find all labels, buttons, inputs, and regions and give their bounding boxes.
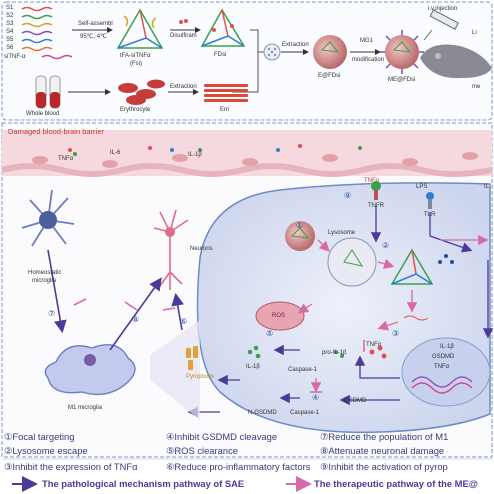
step-3-marker: ③ — [392, 329, 400, 338]
bbb-title: Damaged blood-brain barrier — [8, 127, 104, 136]
mitochondrion — [255, 301, 305, 331]
erythrocytes — [118, 79, 165, 105]
efdsi-nanoparticle — [313, 35, 347, 69]
iv-injection-label: i.v.injection — [428, 6, 458, 12]
neuron-shape — [153, 209, 189, 290]
caspase1-label-a: Caspase-1 — [288, 367, 318, 373]
pro-il1b-label: pro-IL-1β — [322, 350, 347, 356]
il1b-inner-label: IL-1β — [246, 364, 260, 370]
m1-microglia-label: M1 microglia — [68, 405, 103, 411]
li-partial-label: Li — [472, 30, 477, 36]
strand-label-s1: S1 — [6, 5, 14, 11]
modification-label: modification — [352, 57, 385, 63]
fdsi-label: FDsi — [214, 52, 227, 58]
legend-step-5: ⑤ROS clearance — [166, 445, 238, 456]
step-8-marker: ⑧ — [132, 315, 140, 324]
syringe — [423, 9, 459, 41]
lysosome — [327, 237, 377, 287]
tnf-top-label: TNFα — [364, 178, 380, 184]
conditions-label: 95℃, 4℃ — [80, 34, 107, 40]
legend-step-1: ①Focal targeting — [4, 431, 75, 442]
step-4-marker: ④ — [312, 393, 320, 402]
tnfr-label: TNFR — [368, 203, 384, 209]
mefdsi-label: ME@FDsi — [388, 77, 416, 83]
homeostatic-label-1: Homeostatic — [28, 270, 62, 276]
strand-label-s4: S4 — [6, 29, 14, 35]
nanoparticle-entry — [285, 221, 315, 251]
vessel-il1b-label: IL-1β — [188, 152, 202, 158]
tetrahedron-fsi — [116, 8, 164, 49]
step-7-marker: ⑦ — [48, 309, 56, 318]
nucleus-il1b-label: IL-1β — [440, 344, 454, 350]
gsdmd-inner-label: GSDMD — [344, 398, 367, 404]
caspase1-label-b: Caspase-1 — [290, 410, 320, 416]
homeostatic-label-2: microglia — [32, 278, 57, 284]
legend-step-8: ⑧Attenuate neuronal damage — [320, 445, 445, 456]
mefdsi-nanoparticle — [385, 35, 419, 69]
legend-step-9: ⑨Inhibit the activation of pyrop — [320, 461, 448, 472]
ros-label: ROS — [272, 313, 286, 319]
mouse-partial-label: me — [472, 84, 481, 90]
disulfiram-label: Disulfiram — [170, 33, 197, 39]
step-2-marker: ② — [382, 241, 390, 250]
vessel-tnf-label: TNFα — [58, 156, 74, 162]
membrane-stack — [204, 84, 248, 102]
tnf-inner-label: TNFα — [366, 342, 382, 348]
il-partial-label: IL — [484, 184, 490, 190]
strand-label-s5: S5 — [6, 37, 14, 43]
legend-step-7: ⑦Reduce the population of M1 — [320, 431, 449, 442]
blood-tubes — [35, 75, 61, 109]
whole-blood-label: Whole blood — [26, 111, 60, 117]
pyroptosis-label: Pyroptosis — [186, 374, 215, 380]
strand-label-s2: S2 — [6, 13, 14, 19]
dna-strands — [21, 6, 73, 60]
legend-therapeutic-label: The therapeutic pathway of the ME@ — [314, 478, 478, 489]
lysosome-label: Lysosome — [328, 230, 356, 236]
vessel-il6-label: IL-6 — [110, 150, 121, 156]
self-assembly-label: Self-assembl — [78, 21, 113, 27]
em-label: Em — [220, 107, 229, 113]
nucleus — [401, 337, 491, 407]
nucleus-gsdmd-label: GSDMD — [432, 354, 455, 360]
step-6-marker: ⑥ — [180, 317, 188, 326]
step-9-marker: ⑨ — [344, 191, 352, 200]
m1-microglia-shape — [44, 344, 136, 396]
legend-pathological-label: The pathological mechanism pathway of SA… — [42, 478, 245, 489]
erythrocyte-label: Erythrocyte — [120, 107, 151, 113]
legend-step-4: ④Inhibit GSDMD cleavage — [166, 431, 278, 442]
efdsi-label: E@FDsi — [318, 73, 341, 79]
step-5-marker: ⑤ — [266, 329, 274, 338]
released-tetrahedron — [390, 248, 434, 285]
strand-label-s3: S3 — [6, 21, 14, 27]
sirna-label: siTNF-α — [4, 54, 26, 60]
step-1-marker: ① — [296, 221, 304, 230]
mouse-body — [420, 44, 492, 79]
fsi-label-line1: tFA-siTNFα — [120, 53, 151, 59]
tetrahedron-fdsi — [200, 8, 246, 47]
lps-label: LPS — [416, 184, 428, 190]
homeostatic-microglia-shape — [21, 189, 75, 247]
fsi-label-line2: (Fsi) — [130, 61, 142, 67]
strand-label-s6: S6 — [6, 45, 14, 51]
ngsdmd-label: N-GSDMD — [248, 410, 277, 416]
mg1-label: MG1 — [360, 38, 374, 44]
preparation-panel-frame — [1, 1, 493, 121]
nucleus-tnf-label: TNFα — [434, 364, 450, 370]
tlr-label: TLR — [424, 212, 436, 218]
legend-step-2: ②Lysosome escape — [4, 445, 88, 456]
extraction-label-2: Extraction — [170, 84, 197, 90]
extraction-label-1: Extraction — [282, 42, 309, 48]
legend-step-3: ③Inhibit the expression of TNFα — [4, 461, 138, 472]
neurons-label: Neurons — [190, 246, 213, 252]
legend-step-6: ⑥Reduce pro-inflammatory factors — [166, 461, 311, 472]
